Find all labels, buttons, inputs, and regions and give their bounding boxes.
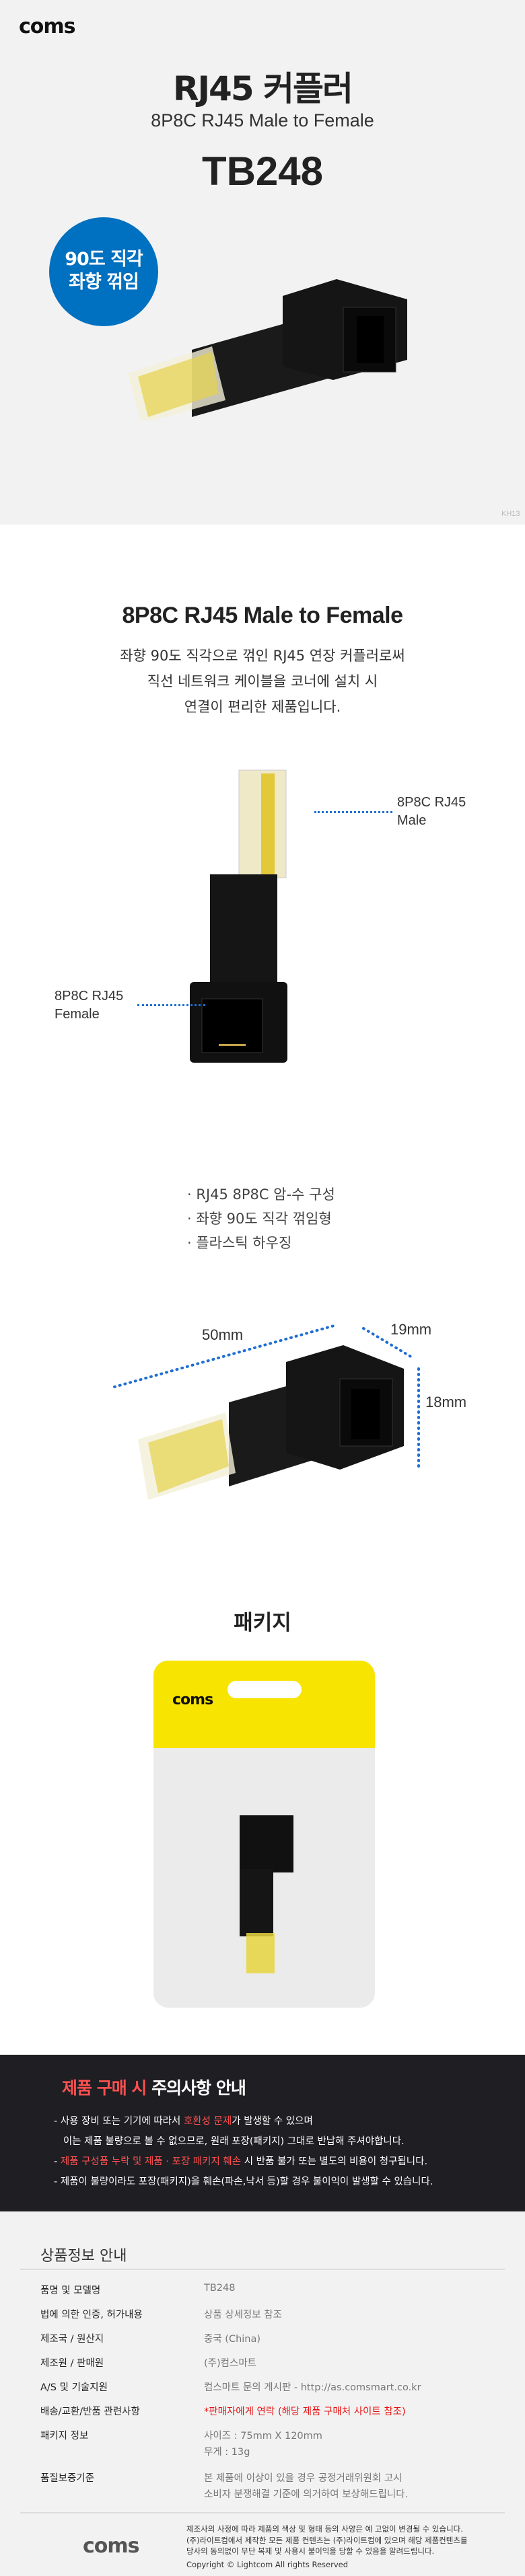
feature-item: · 플라스틱 하우징 xyxy=(187,1235,292,1251)
length-label: 50mm xyxy=(202,1326,244,1343)
caution-item: - 사용 장비 또는 기기에 따라서 호환성 문제가 발생할 수 있으며 xyxy=(54,2111,433,2131)
intro-line: 좌향 90도 직각으로 꺾인 RJ45 연장 커플러로써 xyxy=(120,648,405,664)
packaged-connector-head xyxy=(240,1815,293,1872)
info-key: 제조원 / 판매원 xyxy=(40,2358,104,2369)
product-image-dimensions xyxy=(113,1324,420,1500)
info-key: 제조국 / 원산지 xyxy=(40,2334,104,2345)
packaged-plug xyxy=(246,1933,275,1973)
footer-logo: coms xyxy=(83,2534,140,2558)
caution-text: - 제품이 불량이라도 포장(패키지)을 훼손(파손,낙서 등)할 경우 불이익… xyxy=(54,2176,433,2187)
caution-item: - 제품이 불량이라도 포장(패키지)을 훼손(파손,낙서 등)할 경우 불이익… xyxy=(54,2172,433,2192)
label-line: Male xyxy=(397,813,427,828)
info-value: *판매자에게 연락 (해당 제품 구매처 사이트 참조) xyxy=(204,2407,406,2417)
caution-text: 시 반품 불가 또는 별도의 비용이 청구됩니다. xyxy=(241,2156,428,2167)
product-image-vertical xyxy=(190,769,287,1063)
packaged-connector-body xyxy=(240,1869,273,1936)
info-value: TB248 xyxy=(204,2283,236,2294)
info-key: 법에 의한 인증, 허가내용 xyxy=(40,2310,143,2320)
page-title: RJ45 커플러 xyxy=(172,69,353,108)
footer-line: 당사의 동의없이 무단 복제 및 사용시 불이익을 당할 수 있음을 알려드립니… xyxy=(186,2546,435,2556)
male-label: 8P8C RJ45 Male xyxy=(397,794,466,830)
hang-hole xyxy=(228,1681,302,1698)
caution-item: - 제품 구성품 누락 및 제품 · 포장 패키지 훼손 시 반품 불가 또는 … xyxy=(54,2152,433,2172)
info-key: 품명 및 모델명 xyxy=(40,2285,101,2296)
label-line: 8P8C RJ45 xyxy=(397,795,466,810)
page-subtitle: 8P8C RJ45 Male to Female xyxy=(151,110,374,130)
product-image-angled xyxy=(128,279,407,420)
package-heading: 패키지 xyxy=(234,1611,291,1635)
caution-item: 이는 제품 불량으로 볼 수 없으므로, 원래 포장(패키지) 그대로 반납해 … xyxy=(54,2131,433,2152)
feature-list: · RJ45 8P8C 암-수 구성 · 좌향 90도 직각 꺾임형 · 플라스… xyxy=(187,1182,335,1255)
coms-logo: coms xyxy=(19,15,76,38)
as-link[interactable]: 컴스마트 문의 게시판 - http://as.comsmart.co.kr xyxy=(204,2382,421,2393)
caution-text: 이는 제품 불량으로 볼 수 없으므로, 원래 포장(패키지) 그대로 반납해 … xyxy=(54,2136,405,2147)
divider xyxy=(20,2512,505,2513)
male-pointer xyxy=(314,811,392,813)
info-value: (주)컴스마트 xyxy=(204,2358,257,2369)
caution-text: - xyxy=(54,2156,61,2167)
info-value: 무게 : 13g xyxy=(204,2447,250,2458)
model-number: TB248 xyxy=(201,149,324,194)
caution-highlight: 제품 구성품 누락 및 제품 · 포장 패키지 훼손 xyxy=(60,2156,242,2167)
footer-notice: 제조사의 사정에 따라 제품의 색상 및 형태 등의 사양은 예 고없이 변경될… xyxy=(186,2524,468,2570)
caution-title-red: 제품 구매 시 xyxy=(62,2078,147,2098)
package-header-card xyxy=(153,1661,375,1748)
package-logo: coms xyxy=(172,1692,213,1708)
intro-line: 연결이 편리한 제품입니다. xyxy=(184,699,341,715)
intro-description: 좌향 90도 직각으로 꺾인 RJ45 연장 커플러로써 직선 네트워크 케이블… xyxy=(0,643,525,720)
info-key: 패키지 정보 xyxy=(40,2431,89,2441)
footer-line: (주)라이트컴에서 제작한 모든 제품 컨텐츠는 (주)라이트컴에 있으며 해당… xyxy=(186,2535,468,2545)
badge-line: 좌향 꺾임 xyxy=(69,272,139,293)
info-value: 소비자 분쟁해결 기준에 의거하여 보상해드립니다. xyxy=(204,2489,409,2500)
angle-badge: 90도 직각 좌향 꺾임 xyxy=(49,217,158,326)
package-image: coms xyxy=(153,1661,375,2008)
info-key: 배송/교환/반품 관련사항 xyxy=(40,2407,140,2417)
caution-section: 제품 구매 시 주의사항 안내 - 사용 장비 또는 기기에 따라서 호환성 문… xyxy=(0,2055,525,2211)
info-title: 상품정보 안내 xyxy=(40,2248,127,2265)
intro-heading: 8P8C RJ45 Male to Female xyxy=(122,603,403,628)
feature-item: · RJ45 8P8C 암-수 구성 xyxy=(187,1186,335,1203)
caution-text: - 사용 장비 또는 기기에 따라서 xyxy=(54,2116,184,2127)
caution-text: 가 발생할 수 있으며 xyxy=(232,2116,313,2127)
copyright: Copyright © Lightcom All rights Reserved xyxy=(186,2559,349,2569)
female-label: 8P8C RJ45 Female xyxy=(55,987,123,1024)
intro-line: 직선 네트워크 케이블을 코너에 설치 시 xyxy=(147,673,378,689)
info-key: 품질보증기준 xyxy=(40,2473,95,2484)
caution-title-white: 주의사항 안내 xyxy=(146,2078,246,2098)
footer-line: 제조사의 사정에 따라 제품의 색상 및 형태 등의 사양은 예 고없이 변경될… xyxy=(186,2524,463,2534)
label-line: 8P8C RJ45 xyxy=(55,989,124,1003)
info-value: 사이즈 : 75mm X 120mm xyxy=(204,2431,322,2441)
label-line: Female xyxy=(55,1007,100,1022)
image-code: KH13 xyxy=(501,510,520,518)
product-info-section xyxy=(0,2211,525,2576)
caution-list: - 사용 장비 또는 기기에 따라서 호환성 문제가 발생할 수 있으며 이는 … xyxy=(54,2111,433,2192)
info-key: A/S 및 기술지원 xyxy=(40,2382,108,2393)
width-label: 19mm xyxy=(390,1321,432,1338)
info-value: 상품 상세정보 참조 xyxy=(204,2310,282,2320)
feature-item: · 좌향 90도 직각 꺾임형 xyxy=(187,1211,332,1227)
female-pointer xyxy=(137,1004,205,1006)
badge-line: 90도 직각 xyxy=(65,249,143,270)
caution-title: 제품 구매 시 주의사항 안내 xyxy=(62,2075,246,2099)
divider xyxy=(20,2269,505,2270)
height-label: 18mm xyxy=(425,1394,467,1410)
info-value: 본 제품에 이상이 있을 경우 공정거래위원회 고시 xyxy=(204,2473,403,2484)
caution-highlight: 호환성 문제 xyxy=(183,2116,232,2127)
info-value: 중국 (China) xyxy=(204,2334,261,2345)
